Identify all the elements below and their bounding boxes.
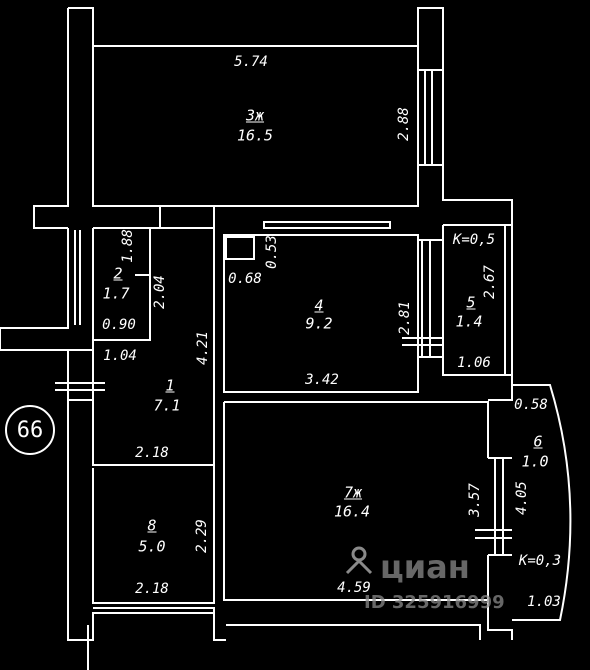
room7-area: 16.4 (333, 502, 371, 521)
coef-balcony6: K=0,3 (518, 553, 562, 569)
dim-top-width: 5.74 (234, 54, 268, 70)
dim-balcony5-height: 2.67 (482, 265, 498, 299)
dim-hall-width-top: 1.04 (103, 348, 137, 364)
dim-room7-width: 4.59 (337, 580, 371, 596)
watermark-id: ID 325916999 (364, 592, 505, 613)
dim-room8-height: 2.29 (194, 519, 210, 553)
dim-top-height: 2.88 (396, 107, 412, 141)
room3-area: 16.5 (236, 126, 274, 145)
shaft (225, 236, 255, 260)
dim-shaft-width: 0.68 (228, 271, 262, 287)
dim-hall-width-bottom: 2.18 (135, 445, 169, 461)
room1-number: 1 (165, 376, 175, 395)
room3-number: 3ж (245, 106, 265, 125)
room5-area: 1.4 (455, 312, 483, 331)
room4-number: 4 (314, 296, 324, 315)
apartment-number: 66 (16, 418, 44, 443)
dim-room8-width: 2.18 (135, 581, 169, 597)
room2-area: 1.7 (102, 284, 130, 303)
watermark-logo-icon (343, 545, 375, 575)
bath-wall (93, 228, 151, 341)
room8-number: 8 (147, 516, 157, 535)
dim-hall-height: 4.21 (195, 331, 211, 365)
dim-balcony6-height: 4.05 (514, 481, 530, 515)
room6-number: 6 (533, 432, 543, 451)
left-upper-wall (33, 8, 69, 229)
room4-area: 9.2 (305, 314, 333, 333)
room2-number: 2 (113, 264, 123, 283)
left-wall (0, 228, 226, 641)
top-wall (68, 7, 513, 225)
dim-balcony6-width: 1.03 (527, 594, 561, 610)
dim-room4-width: 3.42 (305, 372, 339, 388)
balcony6-wall (512, 384, 572, 621)
coef-balcony5: K=0,5 (452, 232, 496, 248)
dim-room7-height: 3.57 (467, 483, 483, 517)
dim-bath-height-b: 2.04 (152, 275, 168, 309)
apartment-circle (5, 405, 55, 455)
room5-number: 5 (466, 293, 476, 312)
room8-area: 5.0 (138, 537, 166, 556)
watermark-brand: циан (380, 548, 470, 586)
dim-bath-height-a: 1.88 (120, 229, 136, 263)
room6-area: 1.0 (521, 452, 549, 471)
dim-balcony6-top: 0.58 (514, 397, 548, 413)
room7-number: 7ж (343, 483, 363, 502)
room1-area: 7.1 (153, 396, 181, 415)
dim-room4-height: 2.81 (397, 301, 413, 335)
dim-shaft-height: 0.53 (264, 235, 280, 269)
dim-bath-width: 0.90 (102, 317, 136, 333)
room4-wall (223, 234, 419, 393)
dim-balcony5-width: 1.06 (457, 355, 491, 371)
